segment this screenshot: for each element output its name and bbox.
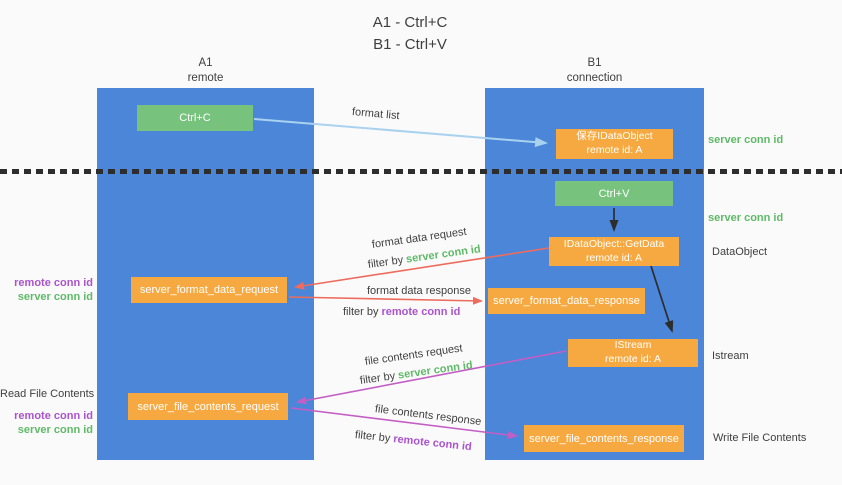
right-label-istream: Istream bbox=[712, 350, 749, 363]
label-file-contents-response-text: file contents response bbox=[374, 403, 482, 428]
filter-by-text: filter by bbox=[343, 306, 379, 318]
label-file-contents-response: file contents response bbox=[374, 403, 482, 428]
title-line-b1: B1 - Ctrl+V bbox=[373, 35, 447, 53]
server-conn-id-text: server conn id bbox=[17, 424, 93, 436]
filter-by-text: filter by bbox=[367, 254, 404, 271]
read-file-contents-text: Read File Contents bbox=[0, 388, 95, 400]
right-label-server-conn-id-1: server conn id bbox=[708, 134, 783, 147]
right-label-dataobject: DataObject bbox=[712, 246, 767, 259]
node-save-idataobject-remote-id: remote id: A bbox=[586, 144, 643, 156]
node-server-format-data-response: server_format_data_response bbox=[488, 288, 645, 314]
right-label-server-conn-id-2: server conn id bbox=[708, 212, 783, 225]
istream-text: Istream bbox=[712, 350, 749, 362]
node-server-file-contents-response-label: server_file_contents_response bbox=[529, 432, 679, 445]
node-istream-remote-id: remote id: A bbox=[604, 353, 662, 365]
remote-conn-id-text: remote conn id bbox=[14, 410, 93, 422]
label-format-list-text: format list bbox=[351, 106, 401, 123]
lane-a1-subtitle: remote bbox=[187, 71, 224, 84]
lane-header-a1: A1 remote bbox=[97, 56, 314, 86]
format-data-response-arrow bbox=[288, 296, 483, 305]
node-server-format-data-request: server_format_data_request bbox=[131, 277, 287, 303]
node-ctrl-v-label: Ctrl+V bbox=[598, 187, 630, 200]
right-label-write-file-contents: Write File Contents bbox=[713, 432, 806, 445]
node-server-file-contents-response: server_file_contents_response bbox=[524, 425, 684, 452]
node-save-idataobject: 保存IDataObject remote id: A bbox=[556, 129, 673, 159]
lane-b1-subtitle: connection bbox=[566, 71, 623, 84]
node-server-format-data-response-label: server_format_data_response bbox=[493, 295, 640, 307]
node-server-file-contents-request-label: server_file_contents_request bbox=[137, 400, 279, 413]
label-format-data-response-text: format data response bbox=[367, 285, 471, 297]
server-conn-id-text: server conn id bbox=[17, 291, 93, 303]
server-conn-id-text: server conn id bbox=[397, 359, 474, 382]
title-line-a1: A1 - Ctrl+C bbox=[372, 14, 448, 31]
node-server-format-data-request-label: server_format_data_request bbox=[139, 284, 279, 296]
node-istream-title: IStream bbox=[614, 339, 652, 352]
lane-b1-name: B1 bbox=[587, 57, 602, 69]
node-save-idataobject-title: 保存IDataObject bbox=[576, 130, 653, 143]
node-ctrl-v: Ctrl+V bbox=[555, 181, 673, 206]
left-label-server-conn-id-1: server conn id bbox=[0, 291, 93, 304]
left-label-remote-conn-id-2: remote conn id bbox=[0, 410, 93, 423]
node-ctrl-c: Ctrl+C bbox=[137, 105, 253, 131]
write-file-contents-text: Write File Contents bbox=[713, 432, 807, 444]
lane-header-b1: B1 connection bbox=[485, 56, 704, 86]
remote-conn-id-text: remote conn id bbox=[381, 306, 461, 318]
filter-by-text: filter by bbox=[354, 429, 391, 445]
left-label-server-conn-id-2: server conn id bbox=[0, 424, 93, 437]
remote-conn-id-text: remote conn id bbox=[392, 433, 473, 454]
dotted-divider-line bbox=[0, 169, 842, 174]
node-ctrl-c-label: Ctrl+C bbox=[179, 112, 211, 124]
lane-a1-name: A1 bbox=[198, 57, 213, 69]
node-server-file-contents-request: server_file_contents_request bbox=[128, 393, 288, 420]
server-conn-id-text: server conn id bbox=[708, 134, 784, 146]
diagram-title: A1 - Ctrl+C B1 - Ctrl+V bbox=[310, 12, 510, 56]
label-format-data-response: format data response bbox=[367, 285, 471, 297]
left-label-remote-conn-id-1: remote conn id bbox=[0, 277, 93, 290]
left-label-read-file-contents: Read File Contents bbox=[0, 388, 95, 401]
remote-conn-id-text: remote conn id bbox=[14, 277, 93, 289]
node-getdata-title: IDataObject::GetData bbox=[563, 237, 665, 250]
filter-by-text: filter by bbox=[359, 370, 396, 387]
node-istream: IStream remote id: A bbox=[568, 339, 698, 367]
label-format-list: format list bbox=[351, 106, 400, 122]
server-conn-id-text: server conn id bbox=[405, 243, 482, 266]
server-conn-id-text: server conn id bbox=[708, 212, 784, 224]
node-getdata-remote-id: remote id: A bbox=[585, 251, 643, 264]
dataobject-text: DataObject bbox=[712, 246, 768, 258]
node-idataobject-getdata: IDataObject::GetData remote id: A bbox=[549, 237, 679, 266]
